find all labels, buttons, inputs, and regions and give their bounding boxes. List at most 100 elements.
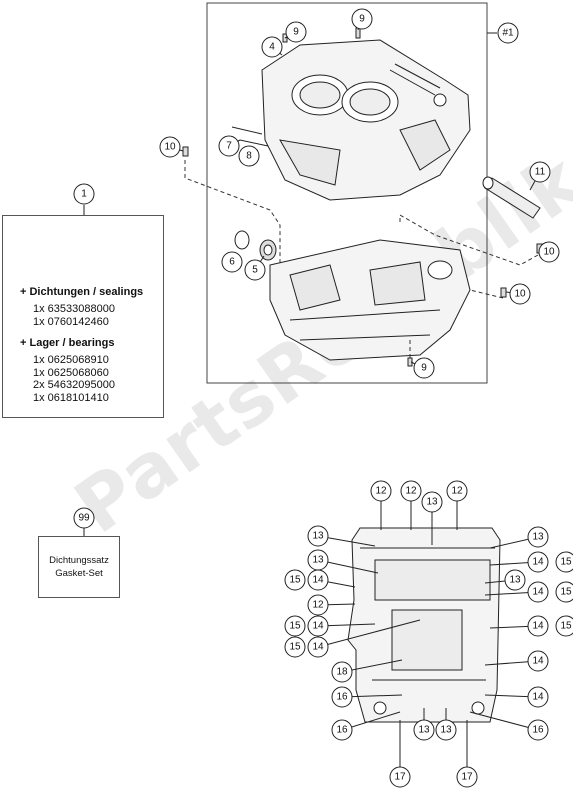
sealing-line: 1x 63533088000 — [33, 303, 115, 315]
sleeve-part — [482, 176, 541, 219]
callout-circle — [435, 719, 457, 741]
callout-number: 13 — [426, 497, 438, 508]
callout-leader — [317, 619, 421, 648]
sealing-line: 1x 0760142460 — [33, 316, 109, 328]
callout-circle — [504, 569, 526, 591]
gasket-set-line1: Dichtungssatz — [49, 555, 109, 566]
callout-circle — [421, 491, 443, 513]
callout-circle — [307, 615, 329, 637]
callout-circle — [331, 719, 353, 741]
bottom-crankcase — [347, 527, 501, 723]
callout-number: 15 — [289, 642, 301, 653]
gasket-set-line2: Gasket-Set — [55, 568, 103, 579]
callout-circle — [221, 251, 243, 273]
kit-callout-text: 1 — [81, 189, 87, 200]
callout-circle — [285, 21, 307, 43]
bearing-line: 1x 0625068910 — [33, 354, 109, 366]
callout-number: 13 — [532, 532, 544, 543]
bearing-line: 2x 54632095000 — [33, 379, 115, 391]
callout-leader — [469, 711, 539, 731]
callout-number: 10 — [543, 247, 555, 258]
gasket-callout-text: 99 — [78, 513, 90, 524]
callout-number: 14 — [532, 692, 544, 703]
sealings-heading: + Dichtungen / sealings — [20, 286, 144, 298]
callout-number: 14 — [532, 621, 544, 632]
seal-part — [259, 239, 277, 261]
kit-callout: 1 — [73, 183, 95, 205]
callout-number: 13 — [418, 725, 430, 736]
callout-circle — [331, 661, 353, 683]
callout-number: 12 — [375, 486, 387, 497]
callout-number: 8 — [246, 151, 252, 162]
callout-number: 14 — [312, 621, 324, 632]
callout-number: 15 — [560, 587, 572, 598]
assembly-lines — [184, 160, 539, 358]
callout-circle — [456, 766, 478, 788]
callout-circle — [555, 615, 573, 637]
callout-number: 17 — [461, 772, 473, 783]
callout-circle — [261, 36, 283, 58]
callout-number: 15 — [560, 557, 572, 568]
callout-number: 15 — [289, 575, 301, 586]
callout-circle — [413, 357, 435, 379]
callout-circle — [413, 719, 435, 741]
callout-number: 13 — [509, 575, 521, 586]
callout-number: 17 — [394, 772, 406, 783]
gasket-set-box: Dichtungssatz Gasket-Set — [38, 536, 120, 598]
callout-circle — [307, 569, 329, 591]
assembly-callout-circle — [497, 22, 519, 44]
gasket-callout: 99 — [73, 507, 95, 529]
callout-number: 13 — [312, 555, 324, 566]
callout-number: 18 — [336, 667, 348, 678]
kit-contents-box: + Dichtungen / sealings 1x 63533088000 1… — [2, 215, 164, 418]
callout-number: 6 — [229, 257, 235, 268]
callout-circle — [284, 569, 306, 591]
callout-circle — [159, 136, 181, 158]
callout-circle — [555, 581, 573, 603]
callout-circle — [244, 259, 266, 281]
callout-circle — [527, 615, 549, 637]
callout-number: 10 — [164, 142, 176, 153]
callout-circle — [509, 283, 531, 305]
callout-number: 9 — [359, 14, 365, 25]
callout-circle — [555, 551, 573, 573]
callout-circle — [351, 8, 373, 30]
bearing-line: 1x 0625068060 — [33, 367, 109, 379]
assembly-frame — [206, 2, 488, 384]
callout-circle — [284, 636, 306, 658]
callout-circle — [527, 686, 549, 708]
callout-number: 15 — [289, 621, 301, 632]
callout-number: 14 — [312, 642, 324, 653]
bearings-heading: + Lager / bearings — [20, 337, 115, 349]
callout-circle — [307, 636, 329, 658]
callout-number: 11 — [535, 167, 546, 178]
callout-circle — [527, 526, 549, 548]
callout-circle — [527, 551, 549, 573]
callout-number: 4 — [269, 42, 275, 53]
bearing-line: 1x 0618101410 — [33, 392, 109, 404]
callout-circle — [218, 135, 240, 157]
callout-circle — [284, 615, 306, 637]
callout-circle — [238, 145, 260, 167]
callout-number: 10 — [514, 289, 526, 300]
callout-number: 9 — [293, 27, 299, 38]
callout-number: 12 — [405, 486, 417, 497]
callout-number: 13 — [440, 725, 452, 736]
assembly-callout: #1 — [497, 22, 519, 44]
callout-number: 14 — [532, 656, 544, 667]
callout-circle — [538, 241, 560, 263]
callout-number: 14 — [532, 557, 544, 568]
callout-number: 16 — [336, 692, 348, 703]
callout-circle — [527, 650, 549, 672]
callout-circle — [307, 594, 329, 616]
callout-circle — [307, 525, 329, 547]
callout-number: 14 — [532, 587, 544, 598]
callout-number: 7 — [226, 141, 232, 152]
callout-circle — [370, 480, 392, 502]
callout-number: 12 — [451, 486, 463, 497]
callout-number: 16 — [532, 725, 544, 736]
callout-circle — [389, 766, 411, 788]
upper-crankcase — [261, 39, 471, 201]
